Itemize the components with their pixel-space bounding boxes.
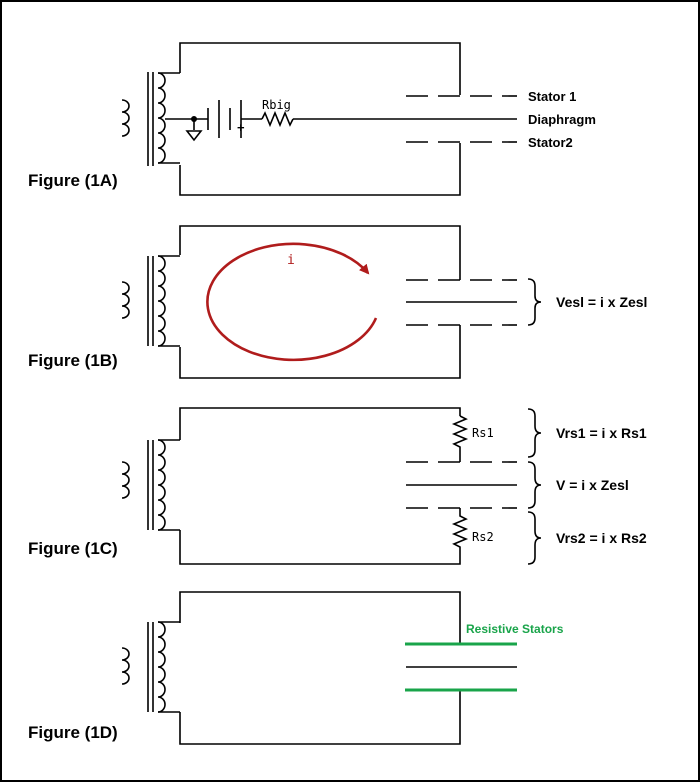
voltage-brace	[527, 278, 542, 326]
secondary-coil	[157, 72, 166, 164]
primary-coil	[121, 647, 130, 685]
primary-coil	[121, 461, 130, 499]
figure-1b: i Vesl = i x Zesl Figure (1B)	[28, 225, 647, 379]
current-loop-arrow	[206, 242, 378, 362]
stator-1-label: Stator 1	[528, 89, 576, 104]
primary-coil	[121, 99, 130, 137]
secondary-coil	[157, 621, 166, 713]
battery-plus: +	[237, 120, 245, 135]
figure-label: Figure (1C)	[28, 539, 118, 558]
vrs2-equation: Vrs2 = i x Rs2	[556, 530, 647, 546]
secondary-coil	[157, 255, 166, 347]
stator-2-label: Stator2	[528, 135, 573, 150]
resistive-stators-label: Resistive Stators	[466, 622, 564, 636]
v-equation: V = i x Zesl	[556, 477, 629, 493]
primary-coil	[121, 281, 130, 319]
figure-1c: Rs1 Rs2 Vrs1 = i x Rs1 V = i x Zesl Vrs2…	[28, 407, 647, 565]
resistor-rbig-label: Rbig	[262, 98, 291, 112]
resistor-rbig	[261, 110, 294, 128]
resistor-rs2	[451, 508, 469, 552]
vrs1-equation: Vrs1 = i x Rs1	[556, 425, 647, 441]
ground-symbol	[185, 130, 203, 142]
figure-label: Figure (1A)	[28, 171, 118, 190]
diaphragm-label: Diaphragm	[528, 112, 596, 127]
v-brace	[527, 461, 542, 509]
vrs2-brace	[527, 511, 542, 565]
current-label: i	[287, 253, 295, 268]
vesl-equation: Vesl = i x Zesl	[556, 294, 647, 310]
figure-1a: + Rbig Stator 1 Diaphragm Stator2 Figure…	[28, 42, 596, 196]
secondary-coil	[157, 439, 166, 531]
resistor-rs1-label: Rs1	[472, 426, 494, 440]
figure-1d: Resistive Stators Figure (1D)	[28, 591, 564, 745]
resistor-rs2-label: Rs2	[472, 530, 494, 544]
vrs1-brace	[527, 408, 542, 458]
figure-label: Figure (1D)	[28, 723, 118, 742]
resistor-rs1	[451, 415, 469, 462]
figure-label: Figure (1B)	[28, 351, 118, 370]
